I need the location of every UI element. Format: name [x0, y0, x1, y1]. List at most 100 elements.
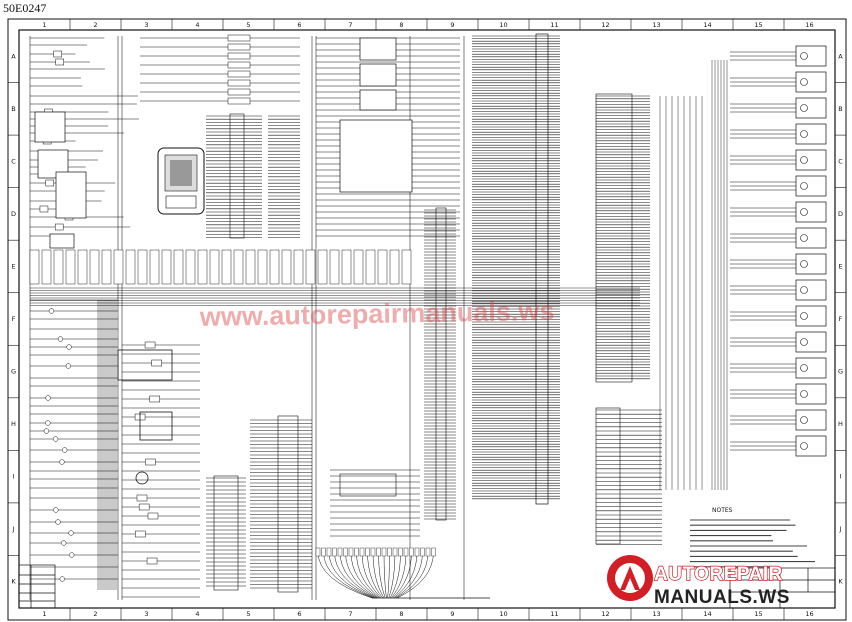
inline-connector — [435, 207, 447, 521]
fan-wire — [387, 551, 390, 599]
connector-pin-block — [89, 249, 100, 285]
fan-terminal — [398, 547, 403, 557]
fuse — [227, 70, 251, 78]
logo-line2: MANUALS.WS — [654, 587, 790, 608]
component — [39, 205, 49, 213]
fan-terminal — [326, 547, 332, 557]
column-label: 1 — [42, 21, 46, 29]
connector-pin-block — [41, 249, 52, 285]
connector-pin-block — [29, 249, 40, 285]
component — [135, 530, 146, 538]
fan-terminal — [321, 547, 326, 557]
connector-pin-block — [197, 249, 208, 285]
connector-pin-block — [113, 249, 124, 285]
row-label: H — [11, 420, 16, 428]
row-label: I — [840, 473, 842, 481]
column-label: 15 — [754, 21, 762, 29]
column-label: 3 — [144, 610, 148, 618]
column-label: 9 — [450, 21, 454, 29]
fan-wire — [328, 551, 375, 599]
column-label: 2 — [93, 21, 97, 29]
sensor-symbol — [800, 104, 808, 112]
sensor — [61, 540, 67, 546]
fan-wire — [323, 551, 374, 599]
relay-box — [359, 37, 397, 61]
component — [144, 341, 156, 349]
connector-pin-block — [329, 249, 340, 285]
title-block-left — [18, 564, 56, 609]
fan-wire — [317, 551, 373, 599]
fan-wire — [392, 551, 412, 599]
motor-symbol — [135, 471, 149, 485]
watermark-text: www.autorepairmanuals.ws — [199, 296, 555, 332]
sensor-symbol — [800, 208, 808, 216]
fan-terminal — [420, 547, 425, 557]
module-box — [139, 411, 173, 441]
connector-pin-block — [257, 249, 268, 285]
sensor — [59, 576, 65, 582]
document-id: 50E0247 — [3, 1, 47, 15]
fan-terminal — [409, 547, 414, 557]
sensor-symbol — [800, 234, 808, 242]
component — [54, 223, 64, 231]
connector-pin-block — [245, 249, 256, 285]
column-label: 6 — [297, 610, 301, 618]
sensor — [45, 395, 51, 401]
connector-pin-block — [53, 249, 64, 285]
fan-wire — [356, 551, 381, 599]
logo-line1: AUTOREPAIR — [654, 564, 783, 585]
row-label: J — [839, 525, 842, 533]
ecu-connector — [535, 33, 549, 505]
relay-box — [49, 233, 75, 249]
fan-wire — [383, 551, 387, 599]
sensor — [59, 459, 65, 465]
fan-wire — [361, 551, 382, 599]
fan-wire — [345, 551, 379, 599]
relay-box — [55, 171, 87, 219]
connector-pin-block — [149, 249, 160, 285]
column-label: 14 — [703, 21, 711, 29]
sensor — [57, 336, 64, 342]
fan-wire — [367, 551, 383, 599]
column-label: 5 — [246, 610, 250, 618]
ecu-connector — [595, 93, 633, 383]
column-label: 10 — [499, 610, 507, 618]
sensor-symbol — [800, 130, 808, 138]
sensor-symbol — [800, 260, 808, 268]
notes-lines — [690, 519, 816, 568]
column-label: 6 — [297, 21, 301, 29]
row-label: H — [838, 420, 843, 428]
relay-box — [359, 63, 397, 87]
fan-terminal — [425, 547, 431, 557]
connector-pin-block — [341, 249, 352, 285]
monitor-panel — [157, 147, 205, 215]
sensor-symbol — [800, 182, 808, 190]
module-box — [339, 473, 397, 497]
fan-wire — [389, 551, 401, 599]
fan-wire — [350, 551, 380, 599]
fuse — [227, 61, 251, 69]
connector-pin-block — [317, 249, 328, 285]
row-label: G — [11, 368, 16, 376]
relay-box — [34, 111, 66, 143]
controller-connector — [229, 113, 245, 239]
row-label: B — [838, 105, 842, 113]
row-label: I — [13, 473, 15, 481]
module-box — [117, 349, 173, 381]
fan-wire — [372, 551, 385, 599]
column-label: 9 — [450, 610, 454, 618]
component — [145, 458, 156, 466]
column-label: 3 — [144, 21, 148, 29]
row-label: A — [838, 52, 843, 60]
column-label: 2 — [93, 610, 97, 618]
fan-terminal — [376, 547, 381, 557]
connector-pin-block — [209, 249, 220, 285]
connector-pin-block — [293, 249, 304, 285]
connector-pin-block — [389, 249, 400, 285]
row-label: E — [838, 262, 842, 270]
fan-terminal — [403, 547, 409, 557]
